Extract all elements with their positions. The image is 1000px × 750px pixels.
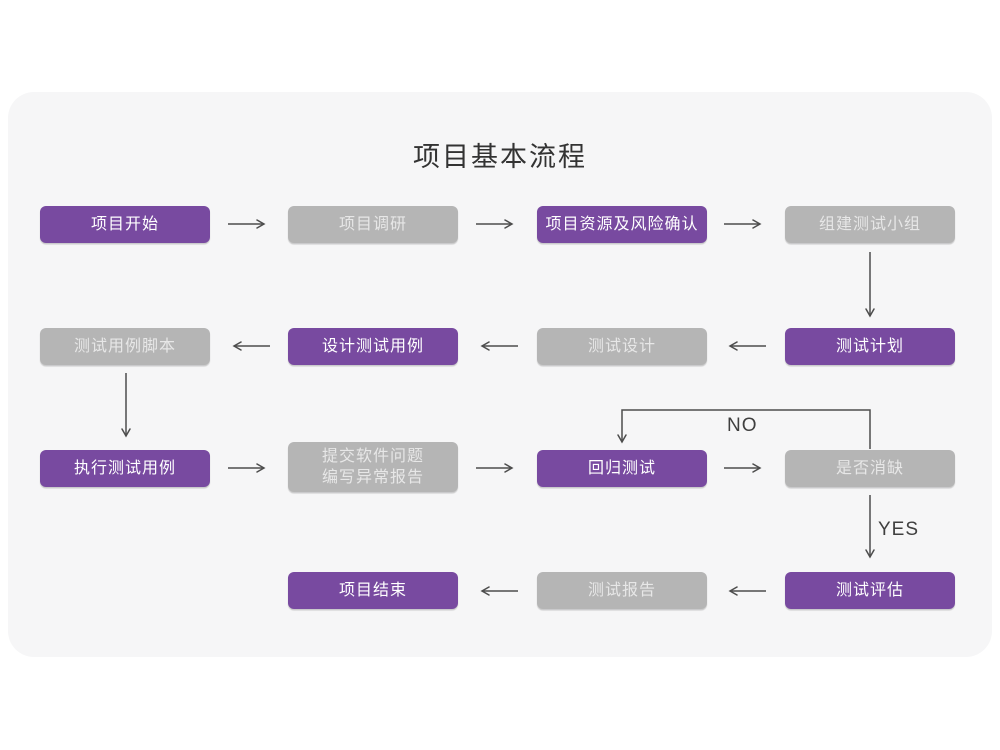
node-label-line1: 提交软件问题	[321, 448, 424, 465]
node-label: 回归测试	[587, 460, 656, 477]
node-label: 设计测试用例	[321, 338, 424, 355]
edge-label-no: NO	[727, 415, 758, 436]
node-label: 是否消缺	[835, 460, 904, 477]
flow-node-regression-test: 回归测试	[537, 450, 707, 487]
node-label: 项目结束	[338, 582, 407, 599]
flow-node-submit-issue: 提交软件问题 编写异常报告	[288, 442, 458, 492]
node-label: 测试设计	[587, 338, 656, 355]
flow-node-test-evaluate: 测试评估	[785, 572, 955, 609]
flowchart-panel	[8, 92, 992, 657]
flow-node-build-test-team: 组建测试小组	[785, 206, 955, 243]
node-label: 测试计划	[835, 338, 904, 355]
flow-node-test-plan: 测试计划	[785, 328, 955, 365]
node-label: 执行测试用例	[73, 460, 176, 477]
edge-label-yes: YES	[878, 519, 920, 540]
flow-node-test-case-script: 测试用例脚本	[40, 328, 210, 365]
flow-node-design-test-case: 设计测试用例	[288, 328, 458, 365]
flow-node-resource-risk: 项目资源及风险确认	[537, 206, 707, 243]
flow-node-project-research: 项目调研	[288, 206, 458, 243]
flow-node-test-design: 测试设计	[537, 328, 707, 365]
diagram-title: 项目基本流程	[413, 142, 587, 172]
flow-node-defect-cleared: 是否消缺	[785, 450, 955, 487]
node-label: 测试报告	[587, 582, 656, 599]
node-label: 测试用例脚本	[73, 338, 176, 355]
node-label-line2: 编写异常报告	[321, 469, 424, 486]
flow-node-execute-test-case: 执行测试用例	[40, 450, 210, 487]
node-label: 项目开始	[90, 216, 159, 233]
node-label: 测试评估	[835, 582, 904, 599]
flow-node-project-start: 项目开始	[40, 206, 210, 243]
flow-node-test-report: 测试报告	[537, 572, 707, 609]
node-label: 项目调研	[338, 216, 407, 233]
flow-node-project-end: 项目结束	[288, 572, 458, 609]
node-label: 项目资源及风险确认	[545, 216, 699, 233]
node-label: 组建测试小组	[818, 216, 921, 233]
